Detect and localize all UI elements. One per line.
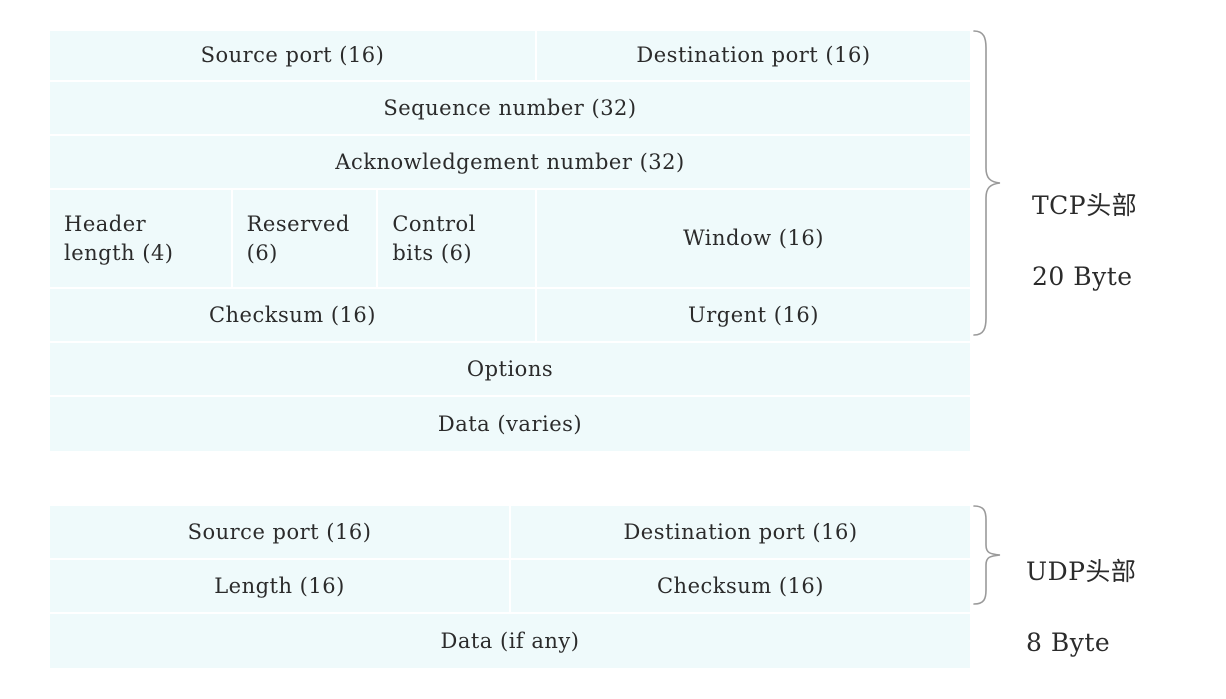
- field-checksum: Checksum (16): [50, 289, 537, 341]
- field-data: Data (if any): [50, 614, 970, 668]
- udp-header-table: Source port (16) Destination port (16) L…: [49, 505, 971, 668]
- table-row: Source port (16) Destination port (16): [50, 31, 970, 82]
- table-row: Data (if any): [50, 614, 970, 668]
- table-row: Sequence number (32): [50, 82, 970, 136]
- tcp-label-line-1: TCP头部: [1032, 190, 1138, 220]
- field-length: Length (16): [50, 560, 511, 612]
- tcp-brace-icon: [968, 28, 1008, 338]
- field-control-bits: Control bits (6): [378, 190, 537, 287]
- field-acknowledgement-number: Acknowledgement number (32): [50, 136, 970, 188]
- table-row: Length (16) Checksum (16): [50, 560, 970, 614]
- table-row: Source port (16) Destination port (16): [50, 506, 970, 560]
- table-row: Options: [50, 343, 970, 397]
- field-header-length: Header length (4): [50, 190, 233, 287]
- field-destination-port: Destination port (16): [536, 31, 970, 80]
- table-row: Checksum (16) Urgent (16): [50, 289, 970, 343]
- udp-label: UDP头部 8 Byte: [1026, 518, 1136, 696]
- tcp-label-line-2: 20 Byte: [1032, 261, 1133, 291]
- field-urgent: Urgent (16): [536, 289, 970, 341]
- table-row: Data (varies): [50, 397, 970, 451]
- field-window: Window (16): [537, 190, 970, 287]
- field-sequence-number: Sequence number (32): [50, 82, 970, 134]
- tcp-header-table: Source port (16) Destination port (16) S…: [49, 30, 971, 452]
- udp-label-line-2: 8 Byte: [1026, 627, 1111, 657]
- tcp-label: TCP头部 20 Byte: [1032, 152, 1137, 330]
- field-checksum: Checksum (16): [511, 560, 970, 612]
- table-row: Header length (4) Reserved (6) Control b…: [50, 190, 970, 289]
- udp-brace-icon: [968, 503, 1008, 607]
- field-destination-port: Destination port (16): [511, 506, 970, 558]
- field-reserved: Reserved (6): [232, 190, 379, 287]
- field-data: Data (varies): [50, 397, 970, 451]
- field-source-port: Source port (16): [50, 31, 537, 80]
- field-options: Options: [50, 343, 970, 395]
- table-row: Acknowledgement number (32): [50, 136, 970, 190]
- udp-label-line-1: UDP头部: [1026, 556, 1137, 586]
- field-source-port: Source port (16): [50, 506, 511, 558]
